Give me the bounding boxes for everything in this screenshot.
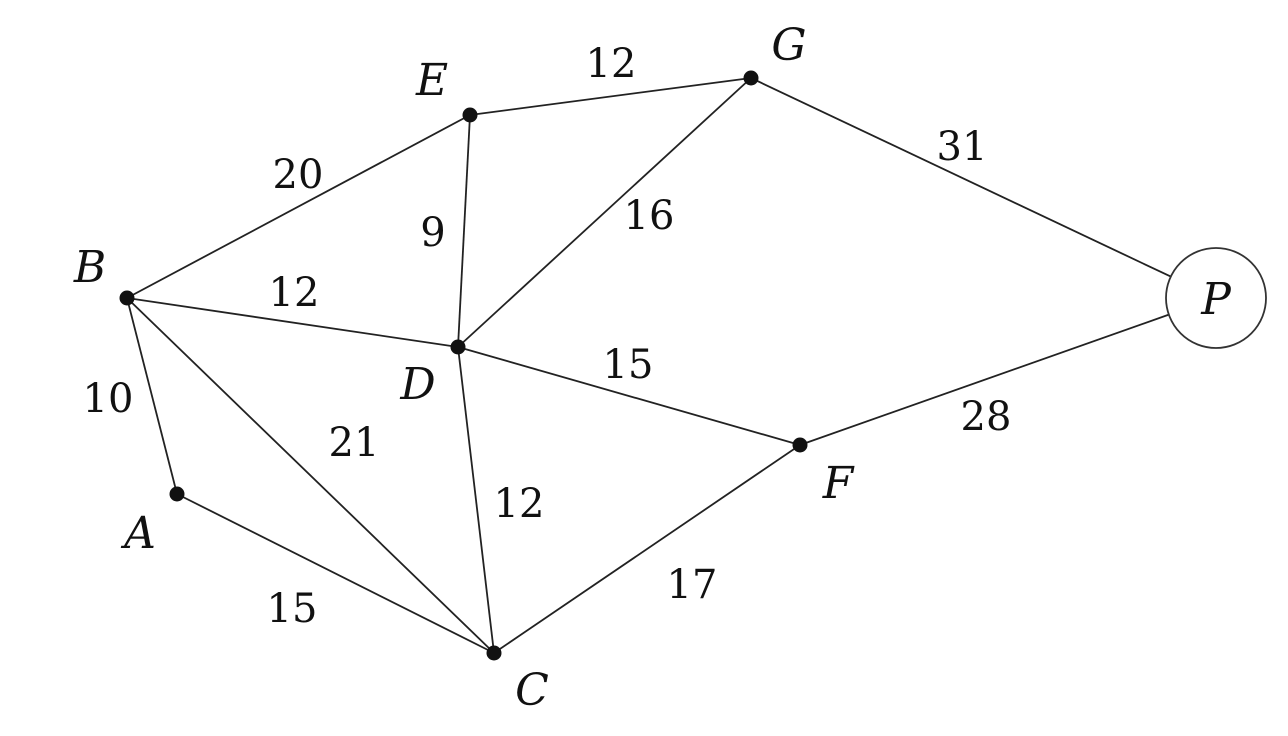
node-g-dot xyxy=(743,70,759,86)
node-c-dot xyxy=(486,645,502,661)
edge-f-p xyxy=(799,313,1170,446)
edge-weight-b-e: 20 xyxy=(273,152,324,198)
edge-c-f xyxy=(493,444,801,654)
node-label-c: C xyxy=(515,665,549,716)
edge-b-d xyxy=(126,297,459,348)
node-label-g: G xyxy=(771,20,806,71)
edge-weights-layer: 10 20 12 21 15 12 9 16 31 15 12 17 28 xyxy=(83,41,1012,632)
node-f-dot xyxy=(792,437,808,453)
node-label-a: A xyxy=(120,508,156,559)
edge-b-c xyxy=(126,297,495,654)
edge-weight-b-d: 12 xyxy=(269,270,320,316)
node-a-dot xyxy=(169,486,185,502)
edge-weight-a-c: 15 xyxy=(267,586,318,632)
nodes-layer xyxy=(119,70,1267,661)
edge-weight-e-g: 12 xyxy=(586,41,637,87)
edge-weight-b-a: 10 xyxy=(83,376,134,422)
edge-d-c xyxy=(457,346,495,654)
edge-g-p xyxy=(750,77,1172,278)
node-p-circle xyxy=(1165,247,1267,349)
edge-weight-g-p: 31 xyxy=(937,124,988,170)
node-e-dot xyxy=(462,107,478,123)
edge-e-g xyxy=(469,77,752,116)
node-label-d: D xyxy=(399,359,435,410)
edge-weight-e-d: 9 xyxy=(420,210,445,256)
edge-weight-f-p: 28 xyxy=(961,394,1012,440)
edge-d-f xyxy=(457,346,801,446)
node-d-dot xyxy=(450,339,466,355)
edge-weight-c-f: 17 xyxy=(667,562,718,608)
node-label-e: E xyxy=(415,55,448,106)
edge-weight-d-f: 15 xyxy=(603,342,654,388)
edge-weight-g-d: 16 xyxy=(624,193,675,239)
node-label-f: F xyxy=(822,458,855,509)
node-labels-layer: A B C D E F G P xyxy=(73,20,1232,716)
node-b-dot xyxy=(119,290,135,306)
node-label-p: P xyxy=(1200,274,1232,325)
edge-weight-d-c: 12 xyxy=(494,481,545,527)
edge-b-a xyxy=(126,297,178,495)
edge-a-c xyxy=(176,493,495,654)
edge-e-d xyxy=(457,114,471,348)
node-label-b: B xyxy=(73,242,106,293)
edge-weight-b-c: 21 xyxy=(329,420,380,466)
edges-layer xyxy=(126,77,1172,654)
edge-g-d xyxy=(457,77,752,348)
edge-b-e xyxy=(126,114,471,299)
